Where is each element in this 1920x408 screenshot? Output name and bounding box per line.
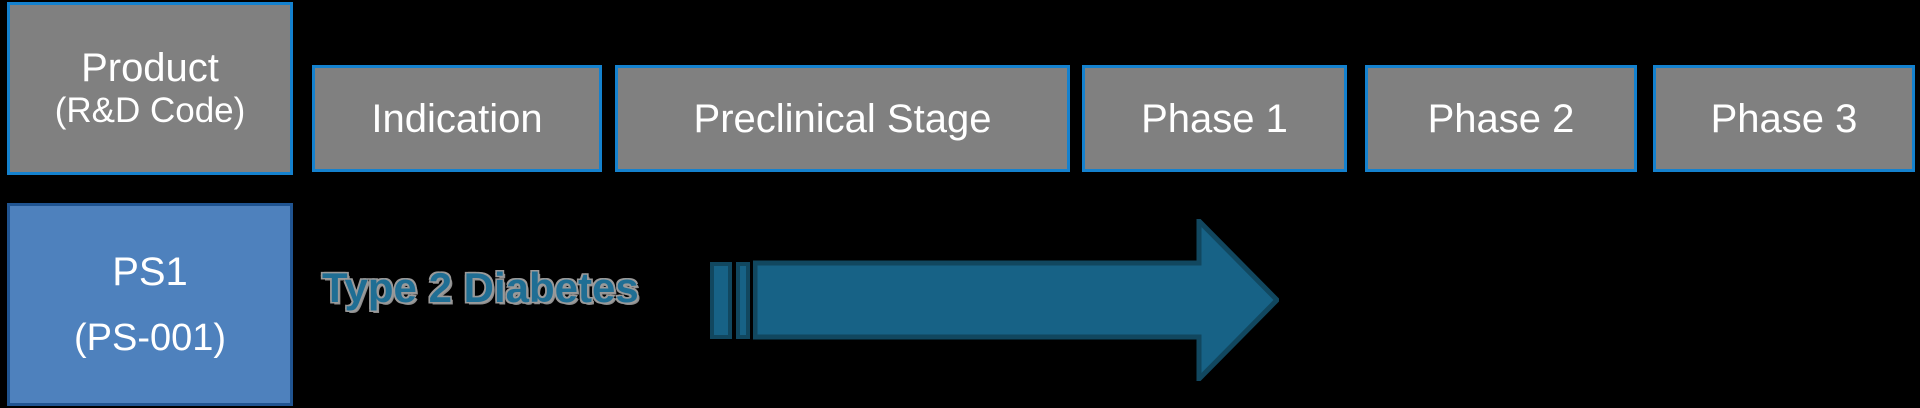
product-name: PS1: [112, 249, 188, 294]
header-cell-phase-1: Phase 1: [1082, 65, 1347, 172]
header-indication-label: Indication: [371, 96, 543, 141]
header-preclinical-label: Preclinical Stage: [693, 96, 992, 141]
indication-label: Type 2 Diabetes: [322, 264, 639, 311]
header-product-line2: (R&D Code): [54, 91, 246, 131]
header-cell-phase-2: Phase 2: [1365, 65, 1637, 172]
product-code: (PS-001): [73, 316, 227, 359]
header-cell-product: Product (R&D Code): [7, 2, 293, 175]
header-cell-indication: Indication: [312, 65, 602, 172]
header-product-line1: Product: [81, 46, 219, 91]
progress-tick-segment-2: [736, 262, 750, 339]
header-cell-phase-3: Phase 3: [1653, 65, 1915, 172]
header-phase1-label: Phase 1: [1141, 96, 1288, 141]
header-phase2-label: Phase 2: [1427, 96, 1575, 141]
header-phase3-label: Phase 3: [1710, 96, 1858, 141]
table-row-product-cell: PS1 (PS-001): [7, 203, 293, 406]
header-cell-preclinical-stage: Preclinical Stage: [615, 65, 1070, 172]
progress-tick-segment-1: [710, 262, 732, 339]
progress-arrow-icon: [753, 219, 1279, 381]
